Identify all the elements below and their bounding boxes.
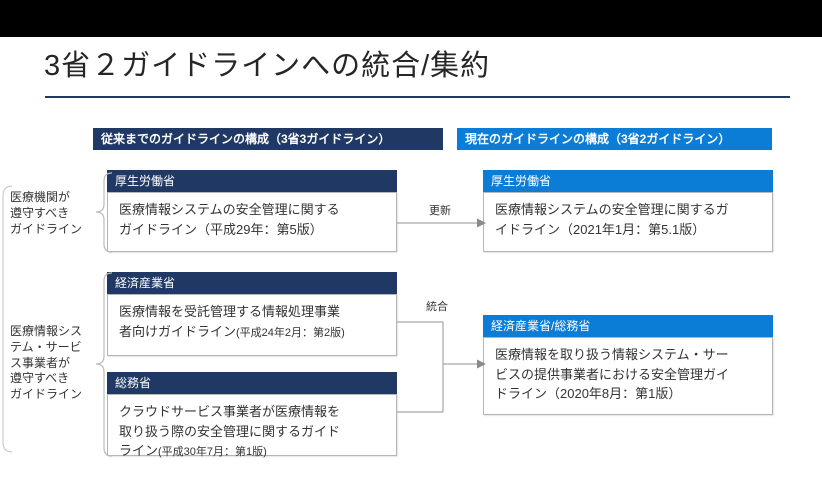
- after-box-meti-mic-ministry: 経済産業省/総務省: [483, 315, 773, 337]
- side-label-medical-institutions: 医療機関が 遵守すべき ガイドライン: [10, 190, 83, 236]
- side-label-service-providers: 医療情報シス テム・サービ ス事業者が 遵守すべき ガイドライン: [10, 324, 83, 402]
- before-box-mic-ministry: 総務省: [107, 372, 397, 394]
- guideline-text: 医療情報を取り扱う情報システム・サー ビスの提供事業者における安全管理ガイ ドラ…: [495, 347, 730, 401]
- merge-arrow-label: 統合: [426, 301, 448, 313]
- before-box-mic-body: クラウドサービス事業者が医療情報を 取り扱う際の安全管理に関するガイド ライン(…: [107, 394, 397, 458]
- before-box-mhlw-body: 医療情報システムの安全管理に関する ガイドライン（平成29年：第5版）: [107, 192, 397, 252]
- group-header-after: 現在のガイドラインの構成（3省2ガイドライン）: [457, 128, 772, 150]
- guideline-text: 医療情報システムの安全管理に関するガ イドライン（2021年1月：第5.1版）: [495, 202, 729, 237]
- before-box-mhlw: 厚生労働省 医療情報システムの安全管理に関する ガイドライン（平成29年：第5版…: [107, 170, 397, 252]
- after-box-meti-mic: 経済産業省/総務省 医療情報を取り扱う情報システム・サー ビスの提供事業者におけ…: [483, 315, 773, 415]
- title-underline: [45, 96, 790, 98]
- guideline-text: クラウドサービス事業者が医療情報を 取り扱う際の安全管理に関するガイド ライン: [119, 404, 341, 458]
- before-box-mic: 総務省 クラウドサービス事業者が医療情報を 取り扱う際の安全管理に関するガイド …: [107, 372, 397, 458]
- guideline-edition-note: (平成30年7月：第1版): [158, 446, 267, 458]
- guideline-text: 医療情報を受託管理する情報処理事業 者向けガイドライン: [119, 304, 341, 339]
- slide-title: 3省２ガイドラインへの統合/集約: [44, 50, 491, 82]
- before-box-meti-body: 医療情報を受託管理する情報処理事業 者向けガイドライン(平成24年2月：第2版): [107, 294, 397, 356]
- after-box-mhlw-ministry: 厚生労働省: [483, 170, 773, 192]
- guideline-edition-note: (平成24年2月：第2版): [236, 326, 345, 339]
- before-box-meti-ministry: 経済産業省: [107, 272, 397, 294]
- update-arrow-label: 更新: [429, 205, 451, 217]
- guideline-text: 医療情報システムの安全管理に関する ガイドライン（平成29年：第5版）: [119, 202, 340, 237]
- group-header-before: 従来までのガイドラインの構成（3省3ガイドライン）: [93, 128, 443, 150]
- before-box-mhlw-ministry: 厚生労働省: [107, 170, 397, 192]
- after-box-mhlw: 厚生労働省 医療情報システムの安全管理に関するガ イドライン（2021年1月：第…: [483, 170, 773, 252]
- letterbox-top-bar: [0, 0, 822, 37]
- after-box-meti-mic-body: 医療情報を取り扱う情報システム・サー ビスの提供事業者における安全管理ガイ ドラ…: [483, 337, 773, 415]
- before-box-meti: 経済産業省 医療情報を受託管理する情報処理事業 者向けガイドライン(平成24年2…: [107, 272, 397, 356]
- merge-connector-lines: [397, 321, 477, 413]
- after-box-mhlw-body: 医療情報システムの安全管理に関するガ イドライン（2021年1月：第5.1版）: [483, 192, 773, 252]
